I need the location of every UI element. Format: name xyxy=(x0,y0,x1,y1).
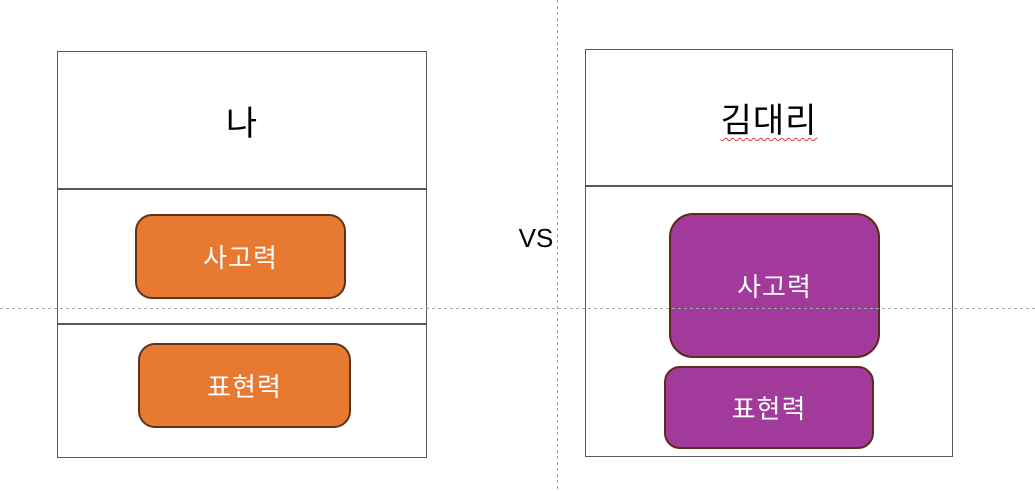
skill-box-expression-me[interactable]: 표현력 xyxy=(138,343,351,428)
panel-kim-daeri-title: 김대리 xyxy=(720,102,818,140)
skill-box-expression-me-label: 표현력 xyxy=(207,372,282,402)
skill-box-thinking-kim[interactable]: 사고력 xyxy=(669,213,880,358)
skill-box-thinking-me-label: 사고력 xyxy=(203,243,278,273)
panel-me-divider-2 xyxy=(58,323,426,325)
skill-box-thinking-kim-label: 사고력 xyxy=(737,272,812,302)
vs-label-text: VS xyxy=(518,222,554,253)
skill-box-thinking-me[interactable]: 사고력 xyxy=(135,214,346,299)
panel-me-divider-1 xyxy=(58,188,426,190)
panel-kim-daeri-title-row: 김대리 xyxy=(586,50,952,185)
panel-me[interactable]: 나 사고력 표현력 xyxy=(57,51,427,458)
panel-kim-daeri[interactable]: 김대리 사고력 표현력 xyxy=(585,49,953,457)
vs-label[interactable]: VS xyxy=(513,221,559,255)
skill-box-expression-kim-label: 표현력 xyxy=(731,394,807,424)
panel-kim-daeri-divider-1 xyxy=(586,185,952,187)
vertical-guide-line[interactable] xyxy=(557,0,558,491)
panel-me-title: 나 xyxy=(225,104,259,143)
horizontal-guide-line[interactable] xyxy=(0,308,1035,309)
panel-me-title-row: 나 xyxy=(58,52,426,188)
skill-box-expression-kim[interactable]: 표현력 xyxy=(664,366,874,449)
